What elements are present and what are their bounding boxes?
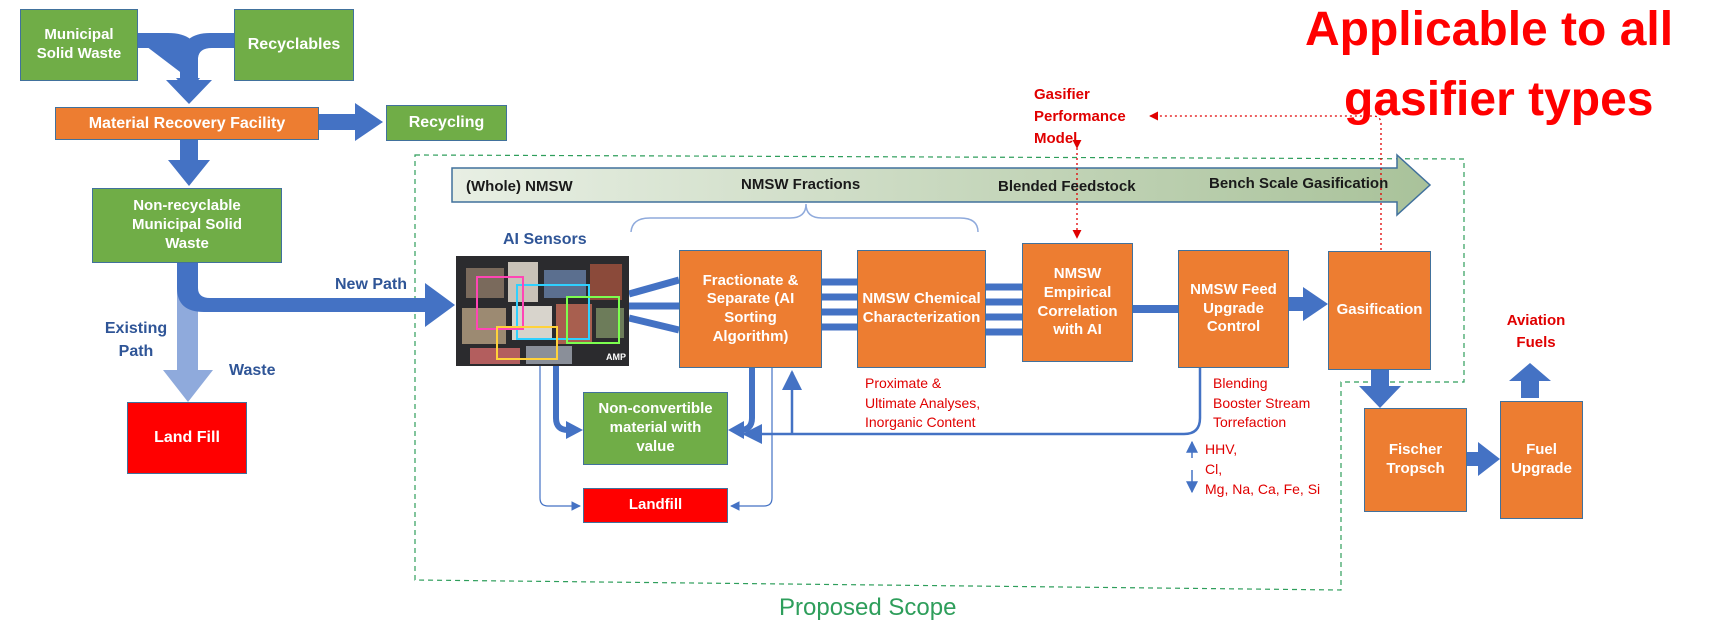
- box-municipal-solid-waste: Municipal Solid Waste: [20, 9, 138, 81]
- arrow-upgrade-to-gasification: [1289, 287, 1328, 321]
- arrow-mrf-to-recycling: [318, 103, 383, 141]
- arrowhead-sensors-nonconvertible: [566, 421, 583, 439]
- box-nmsw-chemical-characterization: NMSW Chemical Characterization: [857, 250, 986, 368]
- arrow-upgrade-return: [742, 368, 1202, 444]
- box-land-fill: Land Fill: [127, 402, 247, 474]
- headline-line2: gasifier types: [1344, 73, 1654, 126]
- arrow-fischer-to-fuel: [1467, 442, 1500, 476]
- label-analyses: Proximate & Ultimate Analyses, Inorganic…: [865, 374, 980, 433]
- box-recycling: Recycling: [386, 105, 507, 141]
- box-landfill-scope: Landfill: [583, 488, 728, 523]
- arrow-fractionate-to-landfill: [730, 368, 773, 511]
- band-stage-blended: Blended Feedstock: [998, 178, 1136, 195]
- label-gasifier-performance-model-text: Gasifier Performance Model: [1034, 86, 1126, 147]
- fractions-brace: [630, 203, 979, 233]
- arrow-fuel-to-aviation: [1509, 363, 1551, 398]
- label-proposed-scope: Proposed Scope: [779, 594, 957, 621]
- arrow-fractionate-to-nonconvertible: [736, 368, 755, 433]
- arrowhead-fractionate-nonconvertible: [728, 421, 744, 439]
- connector-sensors-to-fractionate: [628, 276, 680, 334]
- box-gasification: Gasification: [1328, 251, 1431, 370]
- upgrade-method-2: Booster Stream: [1213, 394, 1311, 411]
- box-nmsw-feed-upgrade-control: NMSW Feed Upgrade Control: [1178, 250, 1289, 368]
- merge-arrow-to-mrf: [138, 33, 234, 104]
- label-ai-sensors: AI Sensors: [503, 231, 587, 248]
- upgrade-method-3: Torrefaction: [1213, 414, 1287, 431]
- arrow-sensors-to-landfill: [539, 366, 581, 511]
- arrow-new-path: [177, 262, 455, 327]
- box-non-recyclable-msw: Non-recyclable Municipal Solid Waste: [92, 188, 282, 263]
- label-gasifier-performance-model: Gasifier Performance Model: [1034, 84, 1144, 149]
- box-fischer-tropsch: Fischer Tropsch: [1364, 408, 1467, 512]
- analyses-line-1: Proximate &: [865, 375, 942, 391]
- box-nmsw-empirical-correlation: NMSW Empirical Correlation with AI: [1022, 243, 1133, 362]
- box-fuel-upgrade: Fuel Upgrade: [1500, 401, 1583, 519]
- arrow-mrf-to-nonrecyclable: [168, 140, 210, 186]
- connector-chem-to-empirical: [986, 283, 1022, 336]
- label-existing-path: Existing Path: [103, 317, 169, 363]
- ai-sensor-image: AMP: [456, 256, 629, 366]
- arrow-sensors-to-nonconvertible: [553, 366, 572, 433]
- label-upgrade-methods: Blending Booster Stream Torrefaction: [1213, 374, 1310, 433]
- box-non-convertible-material: Non-convertible material with value: [583, 392, 728, 465]
- box-material-recovery-facility: Material Recovery Facility: [55, 107, 319, 140]
- analyses-line-2: Ultimate Analyses,: [865, 394, 981, 411]
- label-aviation-fuels: Aviation Fuels: [1496, 310, 1576, 354]
- label-waste: Waste: [229, 362, 276, 379]
- connector-fractionate-to-chem: [822, 278, 857, 331]
- band-stage-whole-nmsw: (Whole) NMSW: [466, 178, 573, 195]
- band-stage-fractions: NMSW Fractions: [741, 176, 861, 193]
- box-fractionate-separate: Fractionate & Separate (AI Sorting Algor…: [679, 250, 822, 368]
- process-band-arrow: [451, 153, 1432, 217]
- dotted-gasification-to-model: [1149, 111, 1382, 250]
- box-recyclables: Recyclables: [234, 9, 354, 81]
- arrow-gasification-to-fischer: [1359, 370, 1401, 408]
- arrow-existing-path: [163, 262, 213, 402]
- label-new-path: New Path: [335, 276, 408, 293]
- label-increase-item: HHV,: [1205, 441, 1238, 457]
- label-mid-item: Cl,: [1205, 461, 1223, 477]
- upgrade-method-1: Blending: [1213, 375, 1268, 391]
- label-decrease-item: Mg, Na, Ca, Fe, Si: [1205, 481, 1321, 497]
- label-aviation-fuels-text: Aviation Fuels: [1506, 312, 1566, 351]
- analyses-line-3: Inorganic Content: [865, 414, 976, 431]
- photo-logo: AMP: [606, 352, 626, 362]
- proposed-scope-outline: [414, 154, 1465, 591]
- headline-line1: Applicable to all: [1305, 3, 1674, 56]
- band-stage-gasification: Bench Scale Gasification: [1209, 175, 1389, 192]
- label-existing-path-text: Existing Path: [104, 320, 168, 361]
